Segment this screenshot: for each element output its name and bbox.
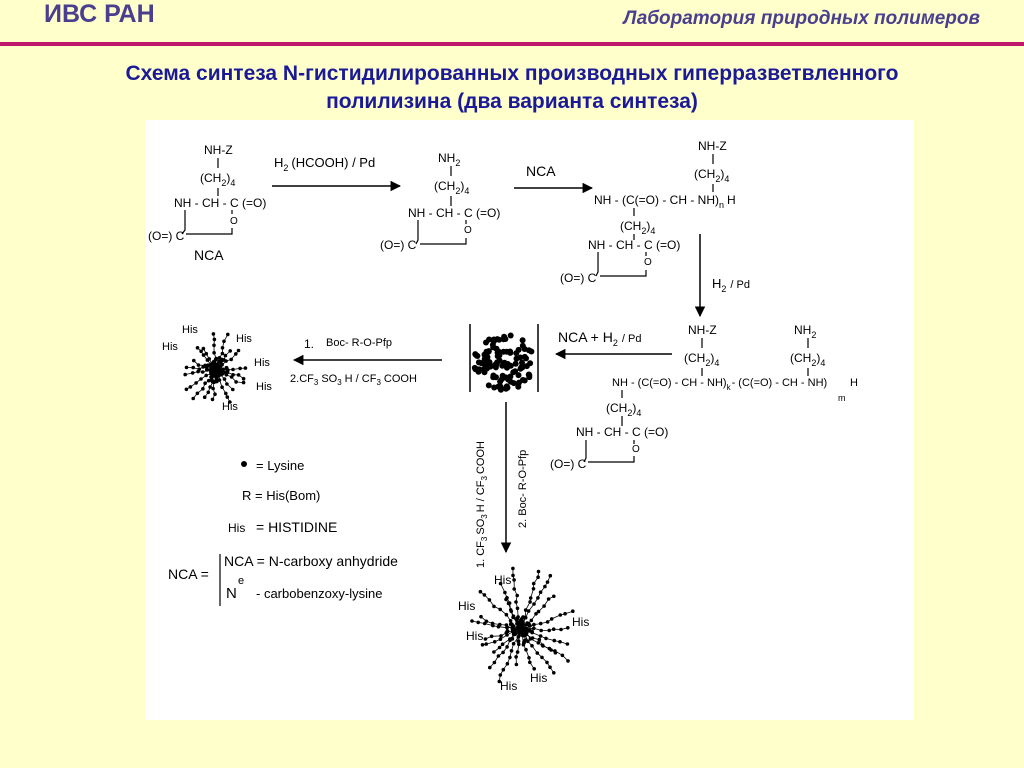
s1-nhz: NH-Z <box>204 143 233 157</box>
s1-o: O <box>230 216 238 227</box>
arrow-deprotection-1: H2(HCOOH) / Pd <box>272 155 402 192</box>
title-line-2: полилизина (два варианта синтеза) <box>326 90 698 113</box>
page-title: Схема синтеза N-гистидилированных произв… <box>40 60 984 116</box>
his-label-a4: His <box>254 357 270 369</box>
structure-z-lys-nca: NH-Z (CH2)4 NH - CH - C (=O) O (O=) C NC… <box>148 143 266 263</box>
hyperbranched-core <box>469 324 539 393</box>
his-label-a3: His <box>236 333 252 345</box>
s4-subm: m <box>838 393 846 403</box>
s4-ch2-left: (CH2)4 <box>684 351 719 368</box>
his-label-a1: His <box>182 324 198 336</box>
his-label-a2: His <box>162 341 178 353</box>
arrow5-n1: 1. <box>304 337 314 351</box>
s2-nh2: NH2 <box>438 151 460 168</box>
product-b-dendrimer <box>470 566 575 684</box>
s1-nca: NCA <box>194 247 224 263</box>
his-label-b2: His <box>458 599 475 613</box>
s4-ch2-right: (CH2)4 <box>790 351 825 368</box>
arrow-route-2: 1. CF3SO3H / CF3COOH 2. Boc- R-O-Pfp <box>475 402 529 568</box>
his-label-b3: His <box>572 615 589 629</box>
product-a: His His His His His His <box>162 324 272 413</box>
s2-nh-ch-c: NH - CH - C <box>408 206 473 220</box>
s1-oc: (O=) C <box>148 229 185 243</box>
arrow-polymerization-nca: NCA <box>514 163 594 194</box>
s3-ch2: (CH2)4 <box>694 167 729 184</box>
arrow4-label: NCA + H2/ Pd <box>558 329 641 348</box>
lab-name: Лаборатория природных полимеров <box>623 8 980 29</box>
legend-ne: N <box>226 585 237 602</box>
s3-ch2-b: (CH2)4 <box>620 219 655 236</box>
s1-eqo: (=O) <box>242 196 266 210</box>
s4-eqo: (=O) <box>644 425 668 439</box>
s4-ch2-b: (CH2)4 <box>606 401 641 418</box>
his-label-b6: His <box>500 679 517 693</box>
s3-eqo: (=O) <box>656 238 680 252</box>
legend-nca-rhs: NCA = N-carboxy anhydride <box>224 553 398 569</box>
his-label-b1: His <box>494 573 511 587</box>
s4-h: H <box>850 377 858 389</box>
s3-o: O <box>644 257 652 268</box>
legend-r: R = His(Bom) <box>242 488 320 503</box>
org-name: ИВС РАН <box>44 0 155 28</box>
s1-nh-ch-c: NH - CH - C <box>174 196 239 210</box>
legend-lysine: = Lysine <box>256 458 304 473</box>
s2-eqo: (=O) <box>476 206 500 220</box>
arrow1-label: H2(HCOOH) / Pd <box>274 155 375 173</box>
core-dots <box>471 332 535 393</box>
synthesis-scheme: NH-Z (CH2)4 NH - CH - C (=O) O (O=) C NC… <box>148 139 858 693</box>
s2-o: O <box>464 225 472 236</box>
s1-ch2: (CH2)4 <box>200 171 235 188</box>
his-label-a5: His <box>256 381 272 393</box>
s2-oc: (O=) C <box>380 238 417 252</box>
his-label-b5: His <box>530 671 547 685</box>
structure-lys-nca: NH2 (CH2)4 NH - CH - C (=O) O (O=) C <box>380 151 500 252</box>
s4-o: O <box>632 444 640 455</box>
arrow-nca-h2-pd: NCA + H2/ Pd <box>554 329 672 360</box>
s4-nhz: NH-Z <box>688 323 717 337</box>
scheme-panel: NH-Z (CH2)4 NH - CH - C (=O) O (O=) C NC… <box>146 120 914 720</box>
arrow3-label: H2/ Pd <box>712 276 750 294</box>
legend: = Lysine R = His(Bom) His = HISTIDINE NC… <box>168 458 398 606</box>
legend-cbz: - carbobenzoxy-lysine <box>256 586 382 601</box>
s4-nh2: NH2 <box>794 323 816 340</box>
arrow5-l1: Boc- R-O-Pfp <box>326 337 392 349</box>
header-divider <box>0 42 1024 46</box>
arrow6-l2: 2. Boc- R-O-Pfp <box>517 450 529 528</box>
s3-nh-ch-c: NH - CH - C <box>588 238 653 252</box>
arrow6-l1: 1. CF3SO3H / CF3COOH <box>475 441 489 568</box>
title-line-1: Схема синтеза N-гистидилированных произв… <box>125 62 899 85</box>
structure-branched-polylysine: NH-Z NH2 (CH2)4 (CH2)4 NH - (C(=O) - CH … <box>550 323 858 471</box>
product-a-dendrimer <box>183 332 248 404</box>
s3-oc: (O=) C <box>560 271 597 285</box>
lysine-dot-icon <box>241 461 247 467</box>
arrow-deprotection-2: H2/ Pd <box>694 234 750 318</box>
legend-his: His <box>228 521 245 535</box>
legend-nca-lhs: NCA = <box>168 566 209 582</box>
s3-nhz: NH-Z <box>698 139 727 153</box>
his-label-b4: His <box>466 629 483 643</box>
arrow2-label: NCA <box>526 163 556 179</box>
legend-ne-sup: e <box>238 575 244 587</box>
s2-ch2: (CH2)4 <box>434 179 469 196</box>
his-label-a6: His <box>222 401 238 413</box>
s4-oc: (O=) C <box>550 457 587 471</box>
s4-chain: NH - (C(=O) - CH - NH)k- (C(=O) - CH - N… <box>612 377 827 392</box>
product-b: His His His His His His <box>458 566 589 693</box>
s4-nh-ch-c: NH - CH - C <box>576 425 641 439</box>
legend-histidine: = HISTIDINE <box>256 519 337 535</box>
